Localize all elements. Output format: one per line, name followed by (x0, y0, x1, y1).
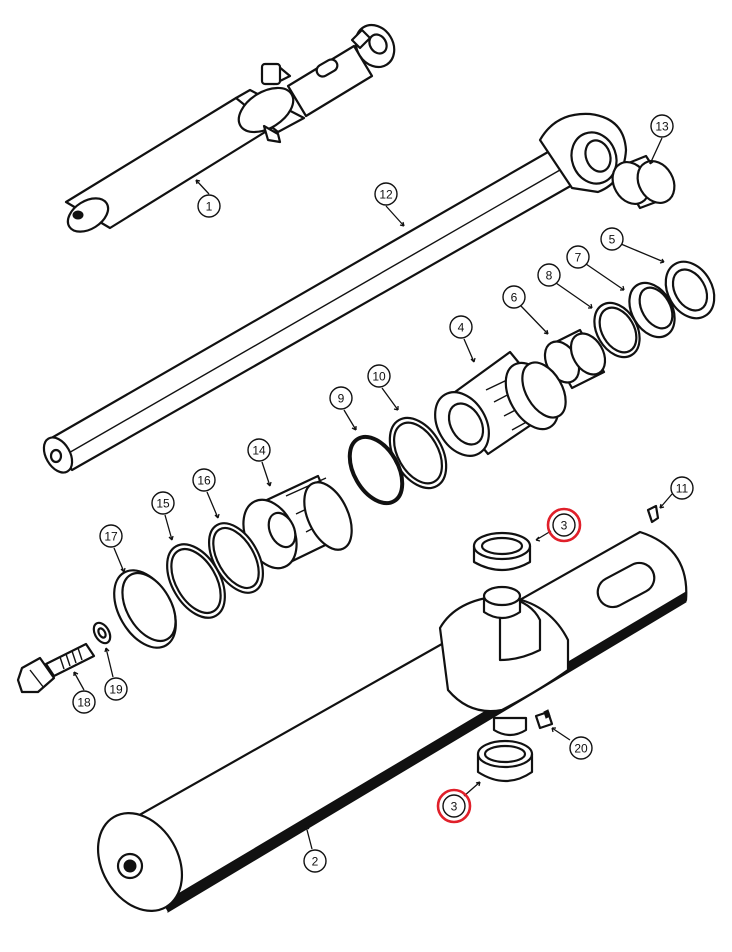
callout-number: 2 (312, 855, 319, 869)
callout-3-highlighted: 3 (546, 507, 582, 543)
part-8-backup-ring (593, 301, 641, 359)
callout-number: 5 (609, 233, 616, 247)
callout-circle (537, 263, 561, 287)
callout-number: 11 (676, 482, 689, 496)
callout-16: 16 (192, 468, 216, 492)
part-3-lower-bushing (476, 739, 534, 783)
callout-number: 14 (252, 444, 266, 458)
callout-14: 14 (247, 438, 271, 462)
callout-12: 12 (374, 182, 398, 206)
callout-circle (72, 690, 96, 714)
callout-circle (552, 513, 576, 537)
callout-circle (600, 227, 624, 251)
callout-number: 12 (379, 188, 393, 202)
callout-circle (151, 491, 175, 515)
callout-circle (569, 736, 593, 760)
part-callouts: 1 12 13 5 7 8 6 4 10 9 14 16 15 17 11 3 18 19 20 3 2 (72, 114, 694, 873)
callout-7: 7 (566, 245, 590, 269)
callout-circle (367, 364, 391, 388)
callout-3-highlighted: 3 (436, 788, 472, 824)
part-15-ring (166, 543, 226, 619)
callout-number: 3 (451, 800, 458, 814)
callout-circle (670, 476, 694, 500)
part-6-guide-bushing (543, 328, 607, 390)
part-13-bushing (611, 154, 676, 210)
callout-20: 20 (569, 736, 593, 760)
callout-number: 13 (655, 120, 669, 134)
part-3-upper-bushing (472, 531, 532, 572)
part-10-backup-ring (388, 416, 448, 490)
part-5-wiper-ring (664, 260, 716, 320)
callout-11: 11 (670, 476, 694, 500)
callout-6: 6 (502, 285, 526, 309)
callout-circle (104, 677, 128, 701)
callout-4: 4 (449, 315, 473, 339)
callout-circle (329, 386, 353, 410)
callout-17: 17 (99, 524, 123, 548)
callout-number: 1 (206, 200, 213, 214)
callout-number: 16 (197, 474, 211, 488)
highlight-ring (436, 788, 472, 824)
callout-1: 1 (197, 194, 221, 218)
part-11-grease-fitting (646, 504, 660, 524)
callout-18: 18 (72, 690, 96, 714)
callout-circle (374, 182, 398, 206)
callout-number: 10 (372, 370, 386, 384)
callout-circle (449, 315, 473, 339)
part-20-grease-fitting (534, 709, 554, 730)
callout-8: 8 (537, 263, 561, 287)
callout-13: 13 (650, 114, 674, 138)
callout-number: 15 (156, 497, 170, 511)
callout-circle (650, 114, 674, 138)
part-4-gland (434, 350, 567, 457)
leader-lines (73, 137, 673, 850)
part-18-bolt (16, 642, 96, 694)
part-16-ring (207, 522, 265, 594)
callout-5: 5 (600, 227, 624, 251)
callout-circle (442, 794, 466, 818)
callout-number: 6 (511, 291, 518, 305)
callout-circle (247, 438, 271, 462)
callout-number: 4 (458, 321, 465, 335)
callout-circle (197, 194, 221, 218)
highlight-ring (546, 507, 582, 543)
part-19-washer (92, 621, 112, 645)
callout-number: 7 (575, 251, 582, 265)
callout-circle (566, 245, 590, 269)
callout-circle (99, 524, 123, 548)
callout-19: 19 (104, 677, 128, 701)
callout-2: 2 (303, 849, 327, 873)
callout-circle (192, 468, 216, 492)
callout-number: 19 (109, 683, 123, 697)
part-12-piston-rod (42, 112, 628, 474)
part-9-o-ring (347, 434, 405, 506)
callout-number: 8 (546, 269, 553, 283)
callout-9: 9 (329, 386, 353, 410)
callout-10: 10 (367, 364, 391, 388)
part-1-assembled-cylinder (64, 23, 396, 233)
callout-number: 20 (574, 742, 588, 756)
callout-circle (502, 285, 526, 309)
callout-number: 9 (338, 392, 345, 406)
callout-number: 3 (561, 519, 568, 533)
callout-number: 18 (77, 696, 91, 710)
callout-15: 15 (151, 491, 175, 515)
part-2-cylinder-barrel (96, 530, 688, 913)
callout-circle (303, 849, 327, 873)
callout-number: 17 (104, 530, 118, 544)
part-17-wear-ring (113, 569, 177, 649)
